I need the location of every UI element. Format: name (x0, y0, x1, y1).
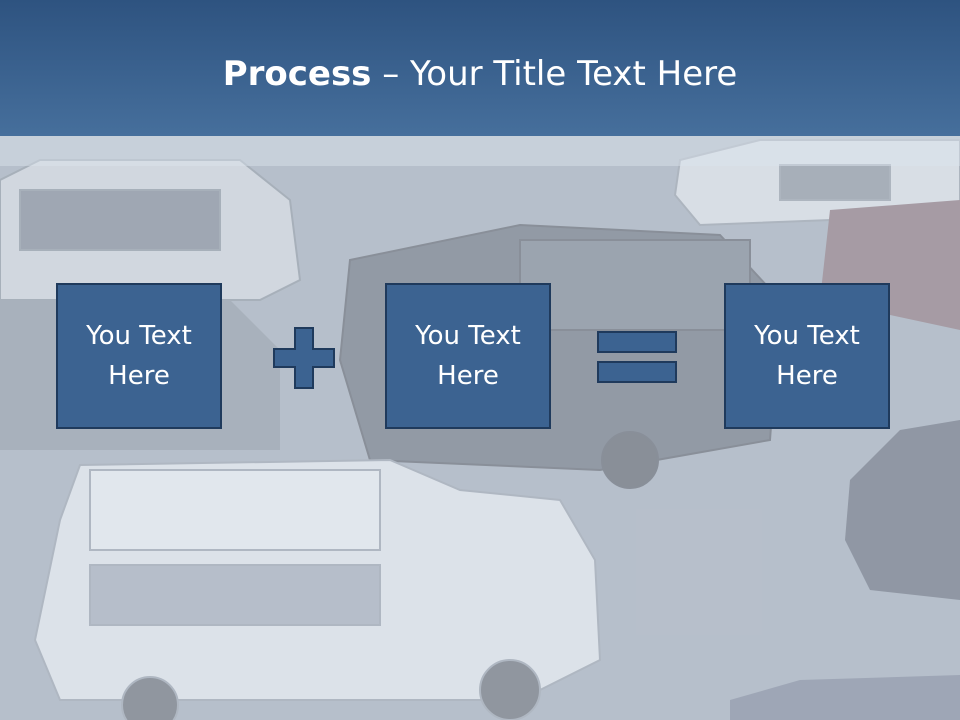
title-bar-shadow-band (0, 136, 960, 166)
process-box-3-label: You Text Here (754, 321, 860, 391)
plus-icon (273, 327, 335, 389)
slide-title-bold: Process (222, 54, 372, 94)
slide-title-rest: – Your Title Text Here (371, 54, 738, 94)
process-box-1: You Text Here (56, 283, 222, 429)
equals-icon (597, 331, 677, 383)
process-box-1-label: You Text Here (86, 321, 192, 391)
title-bar (0, 0, 960, 136)
process-box-2-label: You Text Here (415, 321, 521, 391)
process-box-2: You Text Here (385, 283, 551, 429)
process-box-3: You Text Here (724, 283, 890, 429)
slide-title: Process – Your Title Text Here (0, 50, 960, 98)
